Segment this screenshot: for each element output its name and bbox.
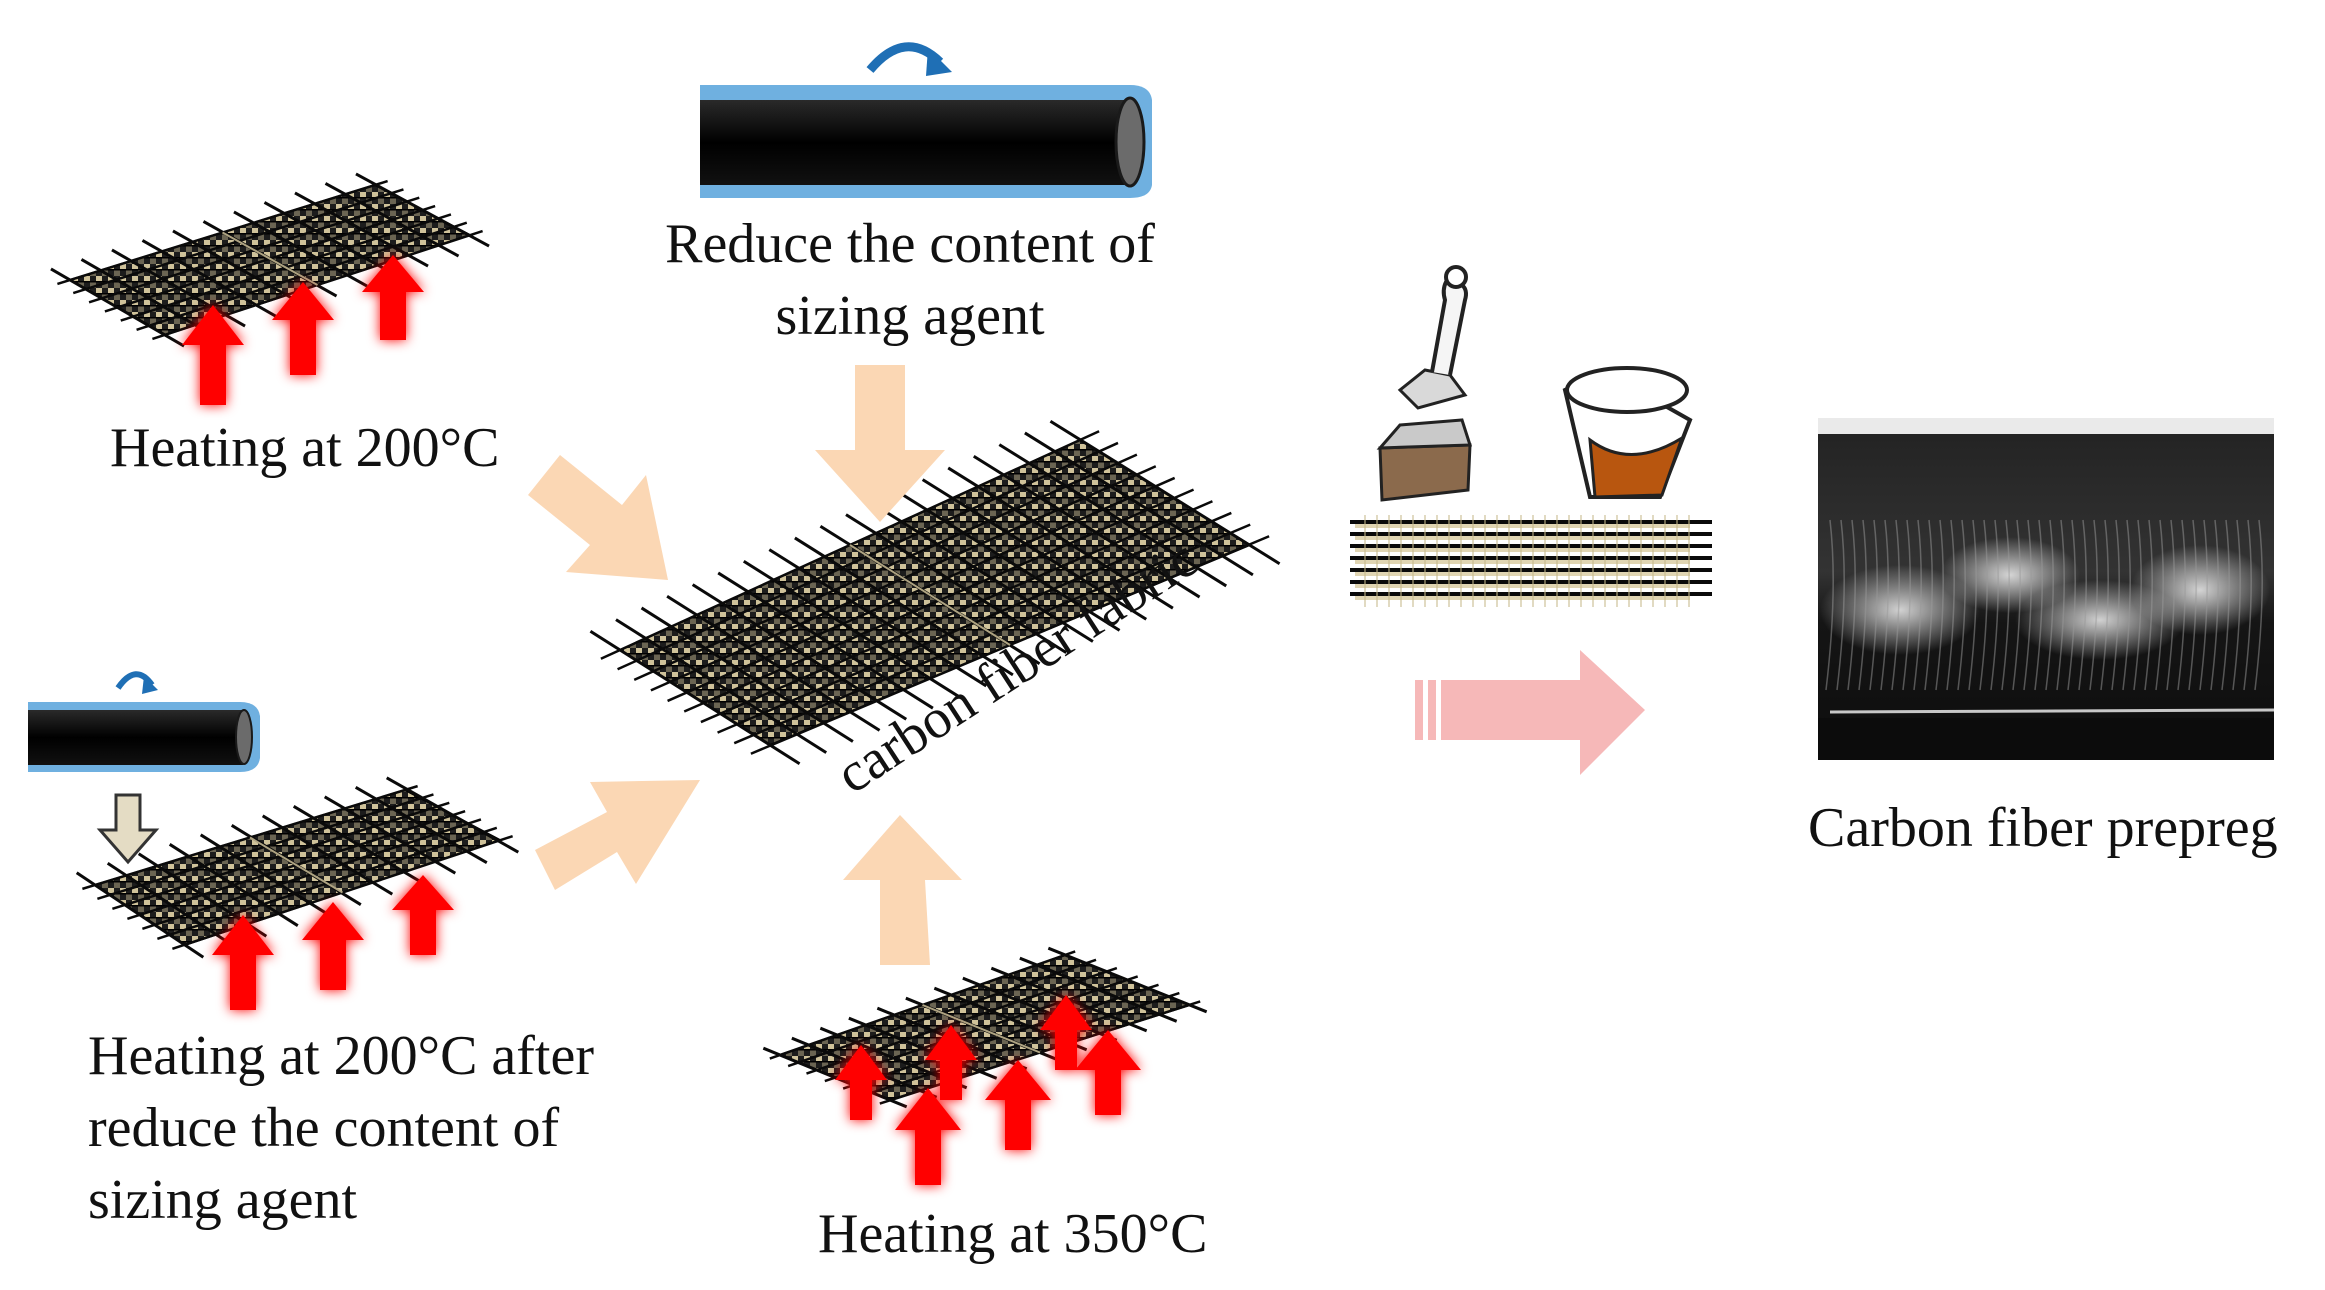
heat-arrows-bottom-left	[212, 875, 454, 1010]
prepreg-photo	[1818, 418, 2275, 760]
heat-arrow-icon	[895, 1088, 961, 1185]
flow-arrow-from-top-left	[528, 455, 668, 580]
brush-icon	[1376, 265, 1473, 502]
label-heating-200: Heating at 200°C	[110, 417, 500, 479]
label-heating-350: Heating at 350°C	[818, 1203, 1208, 1265]
flow-arrows	[528, 365, 962, 965]
result-arrow	[1415, 650, 1645, 775]
heat-arrow-icon	[182, 305, 244, 405]
heat-arrow-icon	[1075, 1030, 1141, 1115]
fiber-bundle-left	[28, 671, 260, 865]
down-arrow-icon	[96, 793, 160, 865]
label-reduce-sizing-line2: sizing agent	[775, 285, 1045, 347]
heat-arrow-icon	[392, 875, 454, 955]
fabric-sheet-center	[589, 419, 1281, 765]
beaker-icon	[1562, 366, 1693, 499]
label-prepreg: Carbon fiber prepreg	[1808, 797, 2278, 859]
label-combo-line2: reduce the content of	[88, 1097, 560, 1159]
heat-arrows-top-left	[182, 255, 424, 405]
heat-arrow-icon	[985, 1060, 1051, 1150]
label-heating-200-after-reduce: Heating at 200°C after reduce the conten…	[88, 1020, 594, 1236]
flow-arrow-from-bottom-left	[535, 780, 700, 890]
label-reduce-sizing: Reduce the content of sizing agent	[640, 208, 1180, 352]
label-combo-line3: sizing agent	[88, 1169, 358, 1231]
fabric-sheet-heating-200-after-reduce	[75, 776, 520, 959]
fiber-bundle-top	[700, 42, 1152, 198]
heat-arrow-icon	[302, 902, 364, 990]
heat-arrow-icon	[212, 915, 274, 1010]
label-reduce-sizing-line1: Reduce the content of	[665, 213, 1155, 275]
fabric-sheet-heating-350	[762, 946, 1208, 1109]
heat-arrow-icon	[925, 1025, 977, 1100]
heat-arrow-icon	[272, 282, 334, 375]
fabric-stack	[1350, 515, 1712, 607]
heat-arrows-bottom	[835, 995, 1141, 1185]
heat-arrow-icon	[1040, 995, 1092, 1070]
heat-arrow-icon	[362, 255, 424, 340]
heat-arrow-icon	[835, 1045, 887, 1120]
flow-arrow-from-top	[815, 365, 945, 522]
label-combo-line1: Heating at 200°C after	[88, 1025, 594, 1087]
fabric-sheet-heating-200	[50, 172, 490, 348]
flow-arrow-from-bottom	[843, 815, 962, 965]
